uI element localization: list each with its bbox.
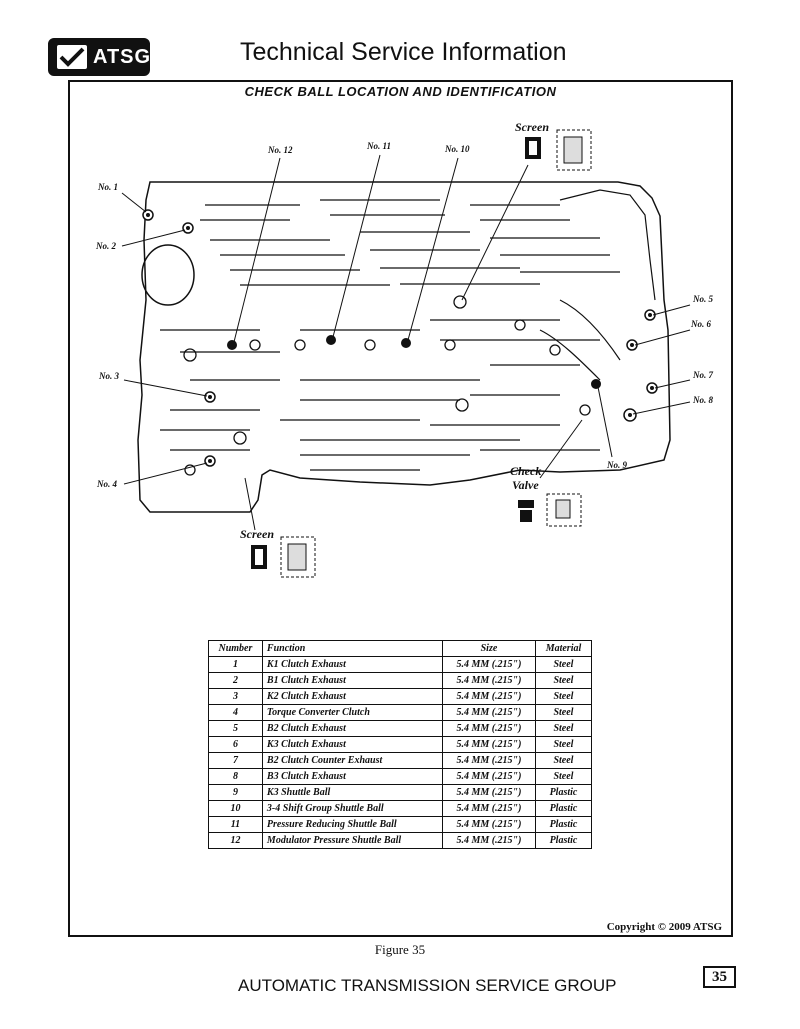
callout-8: No. 8 [693, 395, 713, 405]
cell-size: 5.4 MM (.215") [441, 768, 536, 785]
callout-9: No. 9 [607, 460, 627, 470]
cell-number: 4 [208, 704, 263, 721]
cell-number: 6 [208, 736, 263, 753]
cell-material: Steel [534, 672, 593, 689]
check-balls [142, 209, 658, 467]
screen-label-bottom: Screen [240, 527, 274, 541]
screen-icon-top [525, 129, 592, 171]
cell-material: Steel [534, 752, 593, 769]
atsg-logo: ATSG [48, 38, 150, 76]
page-number: 35 [703, 966, 736, 988]
cell-number: 1 [208, 656, 263, 673]
cell-function: B2 Clutch Counter Exhaust [261, 752, 443, 769]
cell-number: 5 [208, 720, 263, 737]
valve-body-diagram [121, 129, 691, 578]
cell-size: 5.4 MM (.215") [441, 688, 536, 705]
cell-number: 12 [208, 832, 263, 849]
screen-icon-bottom [251, 536, 316, 578]
cell-size: 5.4 MM (.215") [441, 800, 536, 817]
checkmark-icon [57, 45, 87, 69]
cell-function: B3 Clutch Exhaust [261, 768, 443, 785]
cell-number: 11 [208, 816, 263, 833]
check-valve-label-1: Check [510, 464, 542, 478]
cell-function: K1 Clutch Exhaust [261, 656, 443, 673]
figure-title: CHECK BALL LOCATION AND IDENTIFICATION [244, 84, 557, 99]
callout-6: No. 6 [691, 319, 711, 329]
cell-number: 2 [208, 672, 263, 689]
cell-number: 7 [208, 752, 263, 769]
header-material: Material [534, 640, 593, 657]
cell-size: 5.4 MM (.215") [441, 736, 536, 753]
cell-material: Plastic [534, 800, 593, 817]
cell-function: Modulator Pressure Shuttle Ball [261, 832, 443, 849]
cell-size: 5.4 MM (.215") [441, 672, 536, 689]
cell-size: 5.4 MM (.215") [441, 720, 536, 737]
cell-number: 9 [208, 784, 263, 801]
callout-1: No. 1 [98, 182, 118, 192]
cell-function: 3-4 Shift Group Shuttle Ball [261, 800, 443, 817]
page-title: Technical Service Information [240, 38, 567, 66]
cell-material: Plastic [534, 816, 593, 833]
callout-12: No. 12 [268, 145, 293, 155]
callout-2: No. 2 [96, 241, 116, 251]
cell-material: Steel [534, 720, 593, 737]
cell-function: B2 Clutch Exhaust [261, 720, 443, 737]
callout-11: No. 11 [367, 141, 392, 151]
callout-3: No. 3 [99, 371, 119, 381]
footer-title: AUTOMATIC TRANSMISSION SERVICE GROUP [238, 976, 617, 995]
cell-number: 3 [208, 688, 263, 705]
cell-material: Steel [534, 736, 593, 753]
cell-size: 5.4 MM (.215") [441, 816, 536, 833]
cell-material: Plastic [534, 784, 593, 801]
header-function: Function [261, 640, 443, 657]
cell-size: 5.4 MM (.215") [441, 832, 536, 849]
check-valve-icon [518, 493, 582, 527]
figure-frame [68, 80, 733, 937]
cell-function: K2 Clutch Exhaust [261, 688, 443, 705]
callout-4: No. 4 [97, 479, 117, 489]
cell-function: K3 Shuttle Ball [261, 784, 443, 801]
cell-number: 10 [208, 800, 263, 817]
screen-label-top: Screen [515, 120, 549, 134]
callout-7: No. 7 [693, 370, 713, 380]
cell-number: 8 [208, 768, 263, 785]
cell-size: 5.4 MM (.215") [441, 784, 536, 801]
cell-size: 5.4 MM (.215") [441, 656, 536, 673]
cell-size: 5.4 MM (.215") [441, 752, 536, 769]
cell-material: Steel [534, 768, 593, 785]
cell-function: Pressure Reducing Shuttle Ball [261, 816, 443, 833]
cell-material: Steel [534, 704, 593, 721]
cell-size: 5.4 MM (.215") [441, 704, 536, 721]
cell-function: B1 Clutch Exhaust [261, 672, 443, 689]
cell-material: Steel [534, 656, 593, 673]
cell-function: Torque Converter Clutch [261, 704, 443, 721]
cell-material: Plastic [534, 832, 593, 849]
table-header-row: Number Function Size Material [208, 640, 593, 657]
copyright: Copyright © 2009 ATSG [606, 921, 722, 933]
callout-5: No. 5 [693, 294, 713, 304]
figure-caption: Figure 35 [374, 942, 426, 957]
cell-material: Steel [534, 688, 593, 705]
cell-function: K3 Clutch Exhaust [261, 736, 443, 753]
callout-10: No. 10 [445, 144, 470, 154]
logo-text: ATSG [93, 45, 152, 68]
check-valve-label-2: Valve [512, 478, 539, 492]
header-size: Size [441, 640, 536, 657]
header-number: Number [208, 640, 263, 657]
bore [141, 244, 195, 306]
